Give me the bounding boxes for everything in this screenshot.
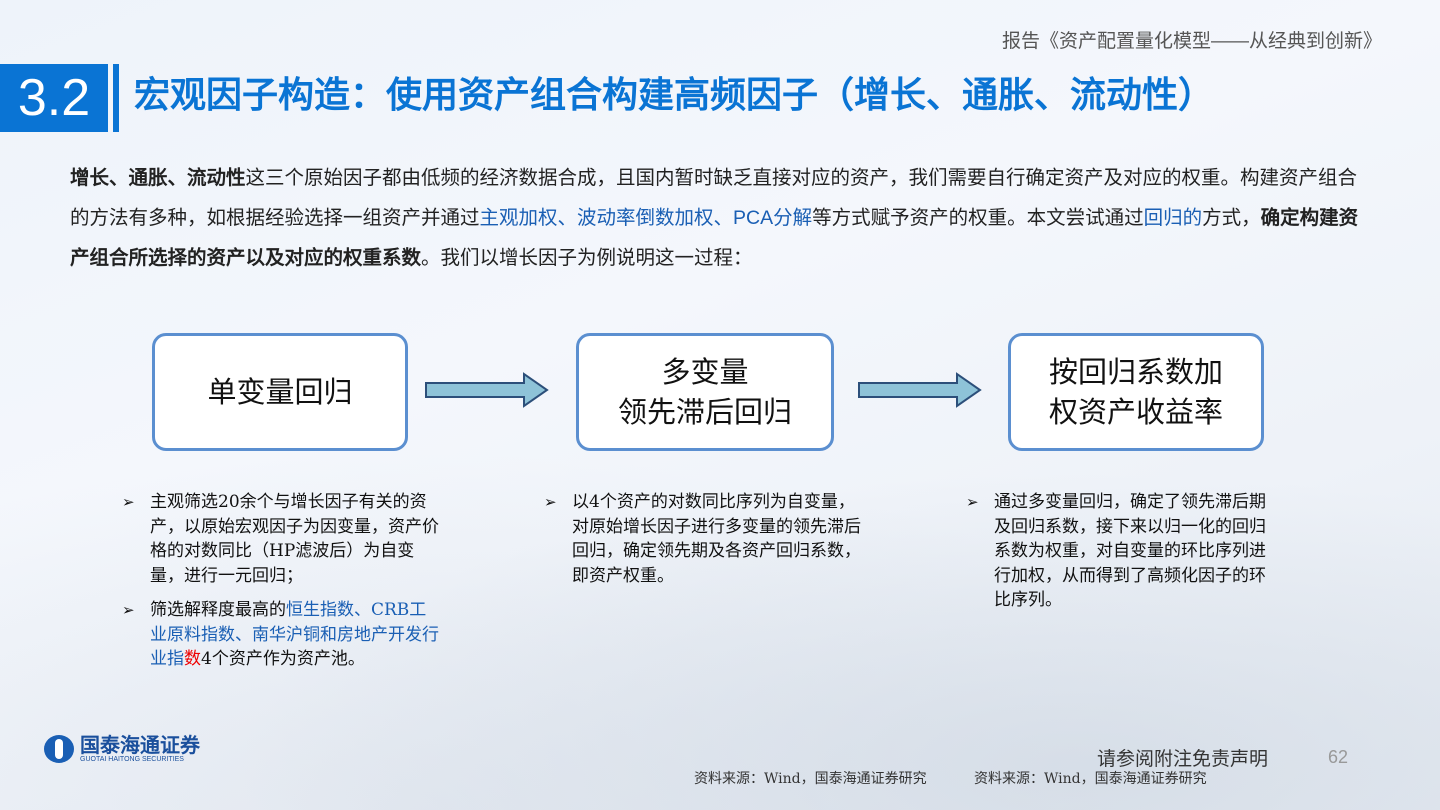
logo-text: 国泰海通证券 (80, 734, 200, 757)
bullet-highlight-red: 数 (184, 649, 201, 669)
bullet-highlight: 恒生指数、CRB工业原料指数、南华沪铜和房地产开发行业指 (150, 600, 439, 669)
intro-bold: 确定构建资产组合所选择的资产以及对应的权重系数 (70, 207, 1359, 269)
section-divider (113, 64, 119, 132)
section-number: 3.2 (0, 64, 108, 132)
flow-step-weighted-return: 按回归系数加权资产收益率 (1008, 333, 1264, 451)
intro-text: 方式， (1202, 207, 1261, 229)
bullet-text: 主观筛选20余个与增长因子有关的资产，以原始宏观因子为因变量，资产价格的对数同比… (150, 492, 439, 586)
arrow-bullet-icon: ➢ (122, 601, 135, 619)
arrow-bullet-icon: ➢ (966, 493, 979, 511)
arrow-right-icon (425, 372, 549, 408)
bullets-step3: ➢ 通过多变量回归，确定了领先滞后期及回归系数，接下来以归一化的回归系数为权重，对… (966, 490, 1276, 623)
intro-paragraph: 增长、通胀、流动性这三个原始因子都由低频的经济数据合成，且国内暂时缺乏直接对应的… (70, 158, 1370, 278)
list-item: ➢ 筛选解释度最高的恒生指数、CRB工业原料指数、南华沪铜和房地产开发行业指数4个… (122, 598, 440, 672)
bullet-text-part: 筛选解释度最高的 (150, 600, 286, 620)
intro-highlight: 主观加权、波动率倒数加权、PCA分解 (479, 207, 813, 229)
flow-step-label: 权资产收益率 (1048, 395, 1223, 429)
bullets-step1: ➢ 主观筛选20余个与增长因子有关的资产，以原始宏观因子为因变量，资产价格的对数同… (122, 490, 440, 682)
list-item: ➢ 主观筛选20余个与增长因子有关的资产，以原始宏观因子为因变量，资产价格的对数同… (122, 490, 440, 588)
bullet-text: 筛选解释度最高的恒生指数、CRB工业原料指数、南华沪铜和房地产开发行业指数4个资… (150, 598, 440, 672)
background-mountains (0, 390, 1440, 810)
bullet-text: 以4个资产的对数同比序列为自变量，对原始增长因子进行多变量的领先滞后回归，确定领… (572, 492, 861, 586)
intro-text: 。我们以增长因子为例说明这一过程： (421, 247, 753, 269)
page-number: 62 (1328, 747, 1349, 767)
bullets-step2: ➢ 以4个资产的对数同比序列为自变量，对原始增长因子进行多变量的领先滞后回归，确定… (544, 490, 862, 598)
page-title: 宏观因子构造：使用资产组合构建高频因子（增长、通胀、流动性） (134, 74, 1215, 115)
bullet-text: 通过多变量回归，确定了领先滞后期及回归系数，接下来以归一化的回归系数为权重，对自… (994, 492, 1266, 610)
list-item: ➢ 以4个资产的对数同比序列为自变量，对原始增长因子进行多变量的领先滞后回归，确定… (544, 490, 862, 588)
flow-step-univariate: 单变量回归 (152, 333, 408, 451)
report-title: 报告《资产配置量化模型——从经典到创新》 (1001, 31, 1382, 52)
intro-bold: 增长、通胀、流动性 (70, 167, 246, 189)
arrow-bullet-icon: ➢ (544, 493, 557, 511)
source-note: 资料来源：Wind，国泰海通证券研究 (694, 771, 927, 787)
flow-step-label: 领先滞后回归 (617, 395, 792, 429)
flow-step-label: 按回归系数加 (1048, 355, 1223, 389)
arrow-right-icon (858, 372, 982, 408)
list-item: ➢ 通过多变量回归，确定了领先滞后期及回归系数，接下来以归一化的回归系数为权重，对… (966, 490, 1276, 613)
logo-subtext: GUOTAI HAITONG SECURITIES (80, 755, 184, 763)
intro-text: 这三个原始因子都由低频的经济数据合成，且国内暂时缺乏直接对应的资产，我们需要自行… (70, 167, 1358, 229)
source-note: 资料来源：Wind，国泰海通证券研究 (974, 771, 1207, 787)
arrow-bullet-icon: ➢ (122, 493, 135, 511)
disclaimer: 请参阅附注免责声明 (1097, 749, 1269, 770)
flow-step-label: 多变量 (661, 355, 749, 389)
bullet-text-part: 4个资产作为资产池。 (201, 649, 365, 669)
logo-icon (44, 735, 74, 763)
flow-step-multivariate: 多变量领先滞后回归 (576, 333, 834, 451)
intro-highlight: 回归的 (1143, 207, 1203, 229)
intro-text: 等方式赋予资产的权重。本文尝试通过 (812, 207, 1144, 229)
flow-step-label: 单变量回归 (207, 375, 353, 409)
